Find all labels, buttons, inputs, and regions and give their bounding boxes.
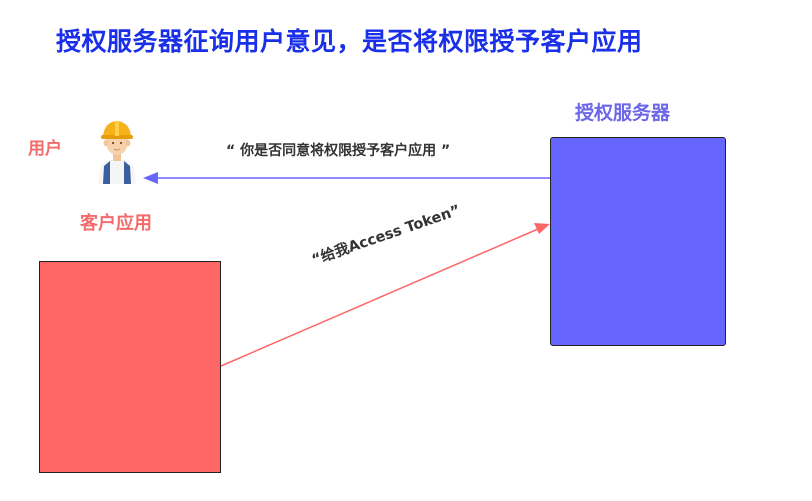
server-label: 授权服务器 [575,102,671,124]
consent-arrow [143,172,550,184]
user-label: 用户 [28,139,62,159]
token-arrow [220,223,550,367]
client-label: 客户应用 [80,213,152,234]
server-box [550,137,726,346]
page-title: 授权服务器征询用户意见，是否将权限授予客户应用 [56,27,643,56]
consent-message: “ 你是否同意将权限授予客户应用 ” [226,143,451,159]
worker-with-helmet-icon [98,121,136,184]
client-box [39,261,221,473]
